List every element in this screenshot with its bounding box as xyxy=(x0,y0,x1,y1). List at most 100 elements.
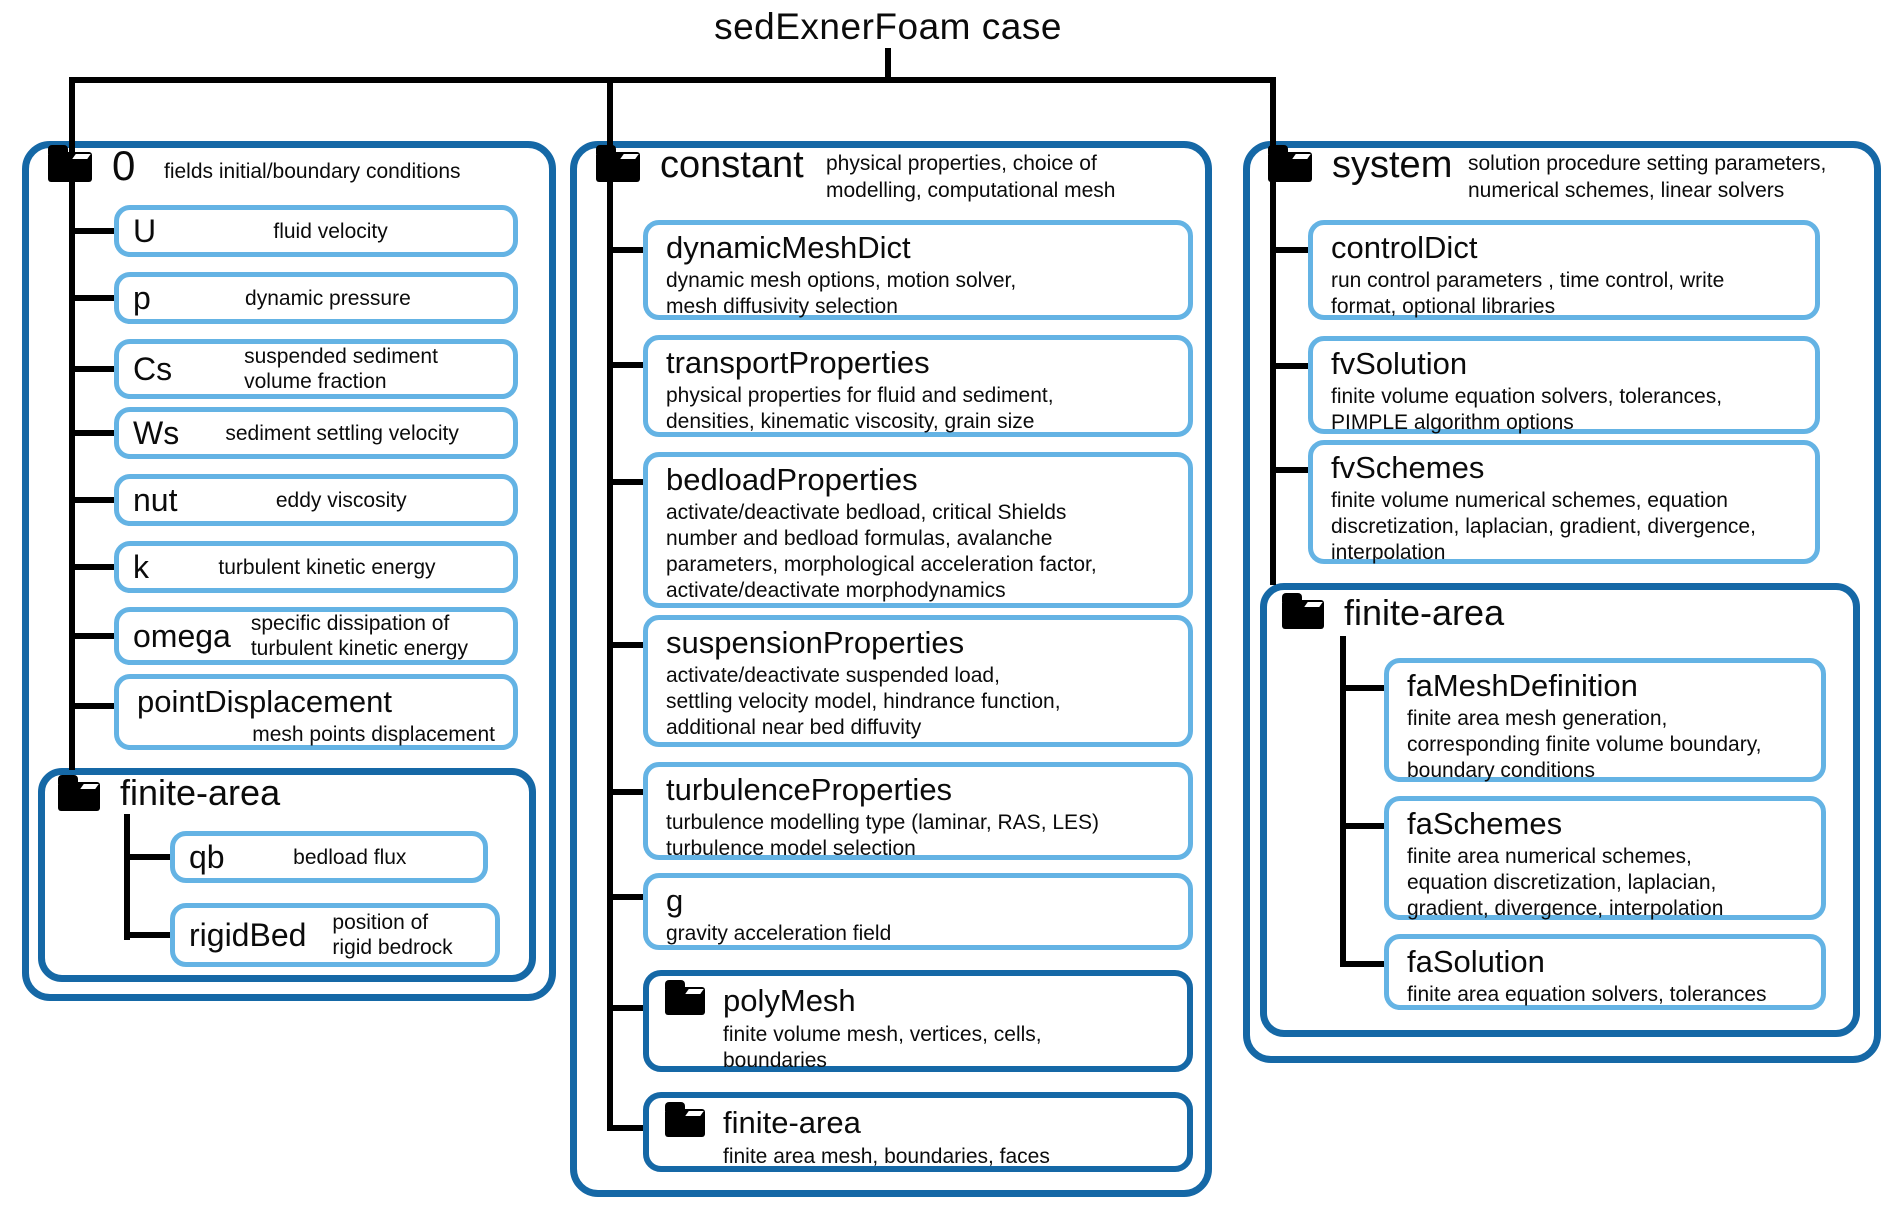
folder-label-constant: constant xyxy=(660,144,804,186)
node-name: Ws xyxy=(133,414,180,451)
node-fvSolution: fvSolution finite volume equation solver… xyxy=(1308,336,1820,434)
folder-icon xyxy=(665,1102,705,1137)
stub-Cs xyxy=(69,366,114,372)
node-name: fvSolution xyxy=(1331,346,1468,381)
foldernode-finite-area-constant: finite-area finite area mesh, boundaries… xyxy=(643,1092,1193,1172)
stub-fvSchemes xyxy=(1270,467,1308,473)
node-desc: activate/deactivate suspended load, sett… xyxy=(666,664,1061,739)
stub-pointDisplacement xyxy=(69,703,114,709)
node-bedloadProperties: bedloadProperties activate/deactivate be… xyxy=(643,452,1193,608)
root-connector-line xyxy=(885,48,891,78)
foldernode-polyMesh: polyMesh finite volume mesh, vertices, c… xyxy=(643,970,1193,1072)
stub-turbulenceProperties xyxy=(607,789,643,795)
trunk-finite-area-system xyxy=(1340,636,1346,967)
node-desc: finite volume numerical schemes, equatio… xyxy=(1331,489,1756,564)
node-name: nut xyxy=(133,481,178,518)
folder-desc-0: fields initial/boundary conditions xyxy=(164,160,461,183)
folder-label-0: 0 xyxy=(112,142,136,189)
node-desc: physical properties for fluid and sedime… xyxy=(666,384,1054,433)
trunk-constant xyxy=(607,77,613,1131)
folder-icon xyxy=(1282,593,1324,629)
node-desc: finite area numerical schemes, equation … xyxy=(1407,845,1724,920)
trunk-system xyxy=(1270,77,1276,585)
stub-bedloadProperties xyxy=(607,479,643,485)
stub-rigidBed xyxy=(124,932,170,938)
node-desc: activate/deactivate bedload, critical Sh… xyxy=(666,501,1097,602)
node-desc: finite volume mesh, vertices, cells, bou… xyxy=(723,1023,1042,1072)
folder-label-system: system xyxy=(1332,144,1453,186)
node-name: faSchemes xyxy=(1407,806,1563,841)
node-name: k xyxy=(133,548,149,585)
node-desc: fluid velocity xyxy=(273,219,388,243)
node-faMeshDefinition: faMeshDefinition finite area mesh genera… xyxy=(1384,658,1826,782)
node-name: faMeshDefinition xyxy=(1407,668,1638,703)
node-name: turbulenceProperties xyxy=(666,772,953,807)
stub-controlDict xyxy=(1270,247,1308,253)
node-desc: finite area equation solvers, tolerances xyxy=(1407,983,1767,1006)
node-desc: turbulence modelling type (laminar, RAS,… xyxy=(666,811,1100,860)
folder-icon xyxy=(596,145,640,182)
node-fvSchemes: fvSchemes finite volume numerical scheme… xyxy=(1308,440,1820,564)
stub-suspensionProperties xyxy=(607,642,643,648)
node-desc: run control parameters , time control, w… xyxy=(1331,269,1725,318)
column-box-0 xyxy=(22,141,556,1001)
node-Cs: Cs suspended sediment volume fraction xyxy=(114,339,518,399)
folder-icon xyxy=(58,775,100,811)
folder-icon xyxy=(1268,145,1312,182)
node-rigidBed: rigidBed position of rigid bedrock xyxy=(170,903,500,967)
node-desc: dynamic mesh options, motion solver, mes… xyxy=(666,269,1017,318)
node-desc: suspended sediment volume fraction xyxy=(244,345,438,393)
folder-desc-constant: physical properties, choice of modelling… xyxy=(826,152,1116,202)
node-desc: gravity acceleration field xyxy=(666,922,892,945)
node-Ws: Ws sediment settling velocity xyxy=(114,407,518,459)
node-name: g xyxy=(666,883,684,918)
node-name: dynamicMeshDict xyxy=(666,230,911,265)
folder-icon xyxy=(48,145,92,182)
stub-faSolution xyxy=(1340,961,1384,967)
node-name: controlDict xyxy=(1331,230,1478,265)
node-suspensionProperties: suspensionProperties activate/deactivate… xyxy=(643,615,1193,747)
node-name: rigidBed xyxy=(189,916,307,953)
node-g: g gravity acceleration field xyxy=(643,873,1193,950)
stub-p xyxy=(69,295,114,301)
node-name: suspensionProperties xyxy=(666,625,965,660)
node-name: U xyxy=(133,212,157,249)
node-name: pointDisplacement xyxy=(137,684,393,719)
top-horizontal-line xyxy=(69,77,1276,83)
folder-label-finite-area-system: finite-area xyxy=(1344,592,1505,633)
node-desc: specific dissipation of turbulent kineti… xyxy=(250,612,468,660)
node-desc: turbulent kinetic energy xyxy=(218,555,436,579)
trunk-0 xyxy=(69,77,75,770)
node-controlDict: controlDict run control parameters , tim… xyxy=(1308,220,1820,320)
subfolder-box-finite-area-0 xyxy=(38,768,536,982)
stub-nut xyxy=(69,497,114,503)
node-name: faSolution xyxy=(1407,944,1545,979)
stub-U xyxy=(69,228,114,234)
node-U: U fluid velocity xyxy=(114,205,518,257)
stub-polyMesh xyxy=(607,1005,643,1011)
node-name: finite-area xyxy=(723,1105,861,1140)
folder-icon xyxy=(665,980,705,1015)
folder-label-finite-area-0: finite-area xyxy=(120,772,281,813)
stub-dynamicMeshDict xyxy=(607,247,643,253)
trunk-finite-area-0 xyxy=(124,814,130,940)
node-desc: dynamic pressure xyxy=(245,286,411,310)
node-name: Cs xyxy=(133,350,173,387)
node-name: p xyxy=(133,279,151,316)
node-name: transportProperties xyxy=(666,345,930,380)
node-desc: mesh points displacement xyxy=(252,723,495,746)
node-desc: finite area mesh, boundaries, faces xyxy=(723,1145,1050,1168)
node-name: bedloadProperties xyxy=(666,462,918,497)
diagram-title: sedExnerFoam case xyxy=(714,6,1062,47)
node-name: fvSchemes xyxy=(1331,450,1485,485)
stub-finite-area-constant xyxy=(607,1125,643,1131)
stub-faSchemes xyxy=(1340,823,1384,829)
node-qb: qb bedload flux xyxy=(170,831,488,883)
stub-faMeshDefinition xyxy=(1340,685,1384,691)
node-faSchemes: faSchemes finite area numerical schemes,… xyxy=(1384,796,1826,920)
node-k: k turbulent kinetic energy xyxy=(114,541,518,593)
node-turbulenceProperties: turbulenceProperties turbulence modellin… xyxy=(643,762,1193,860)
node-transportProperties: transportProperties physical properties … xyxy=(643,335,1193,437)
node-desc: bedload flux xyxy=(293,845,407,869)
node-dynamicMeshDict: dynamicMeshDict dynamic mesh options, mo… xyxy=(643,220,1193,320)
